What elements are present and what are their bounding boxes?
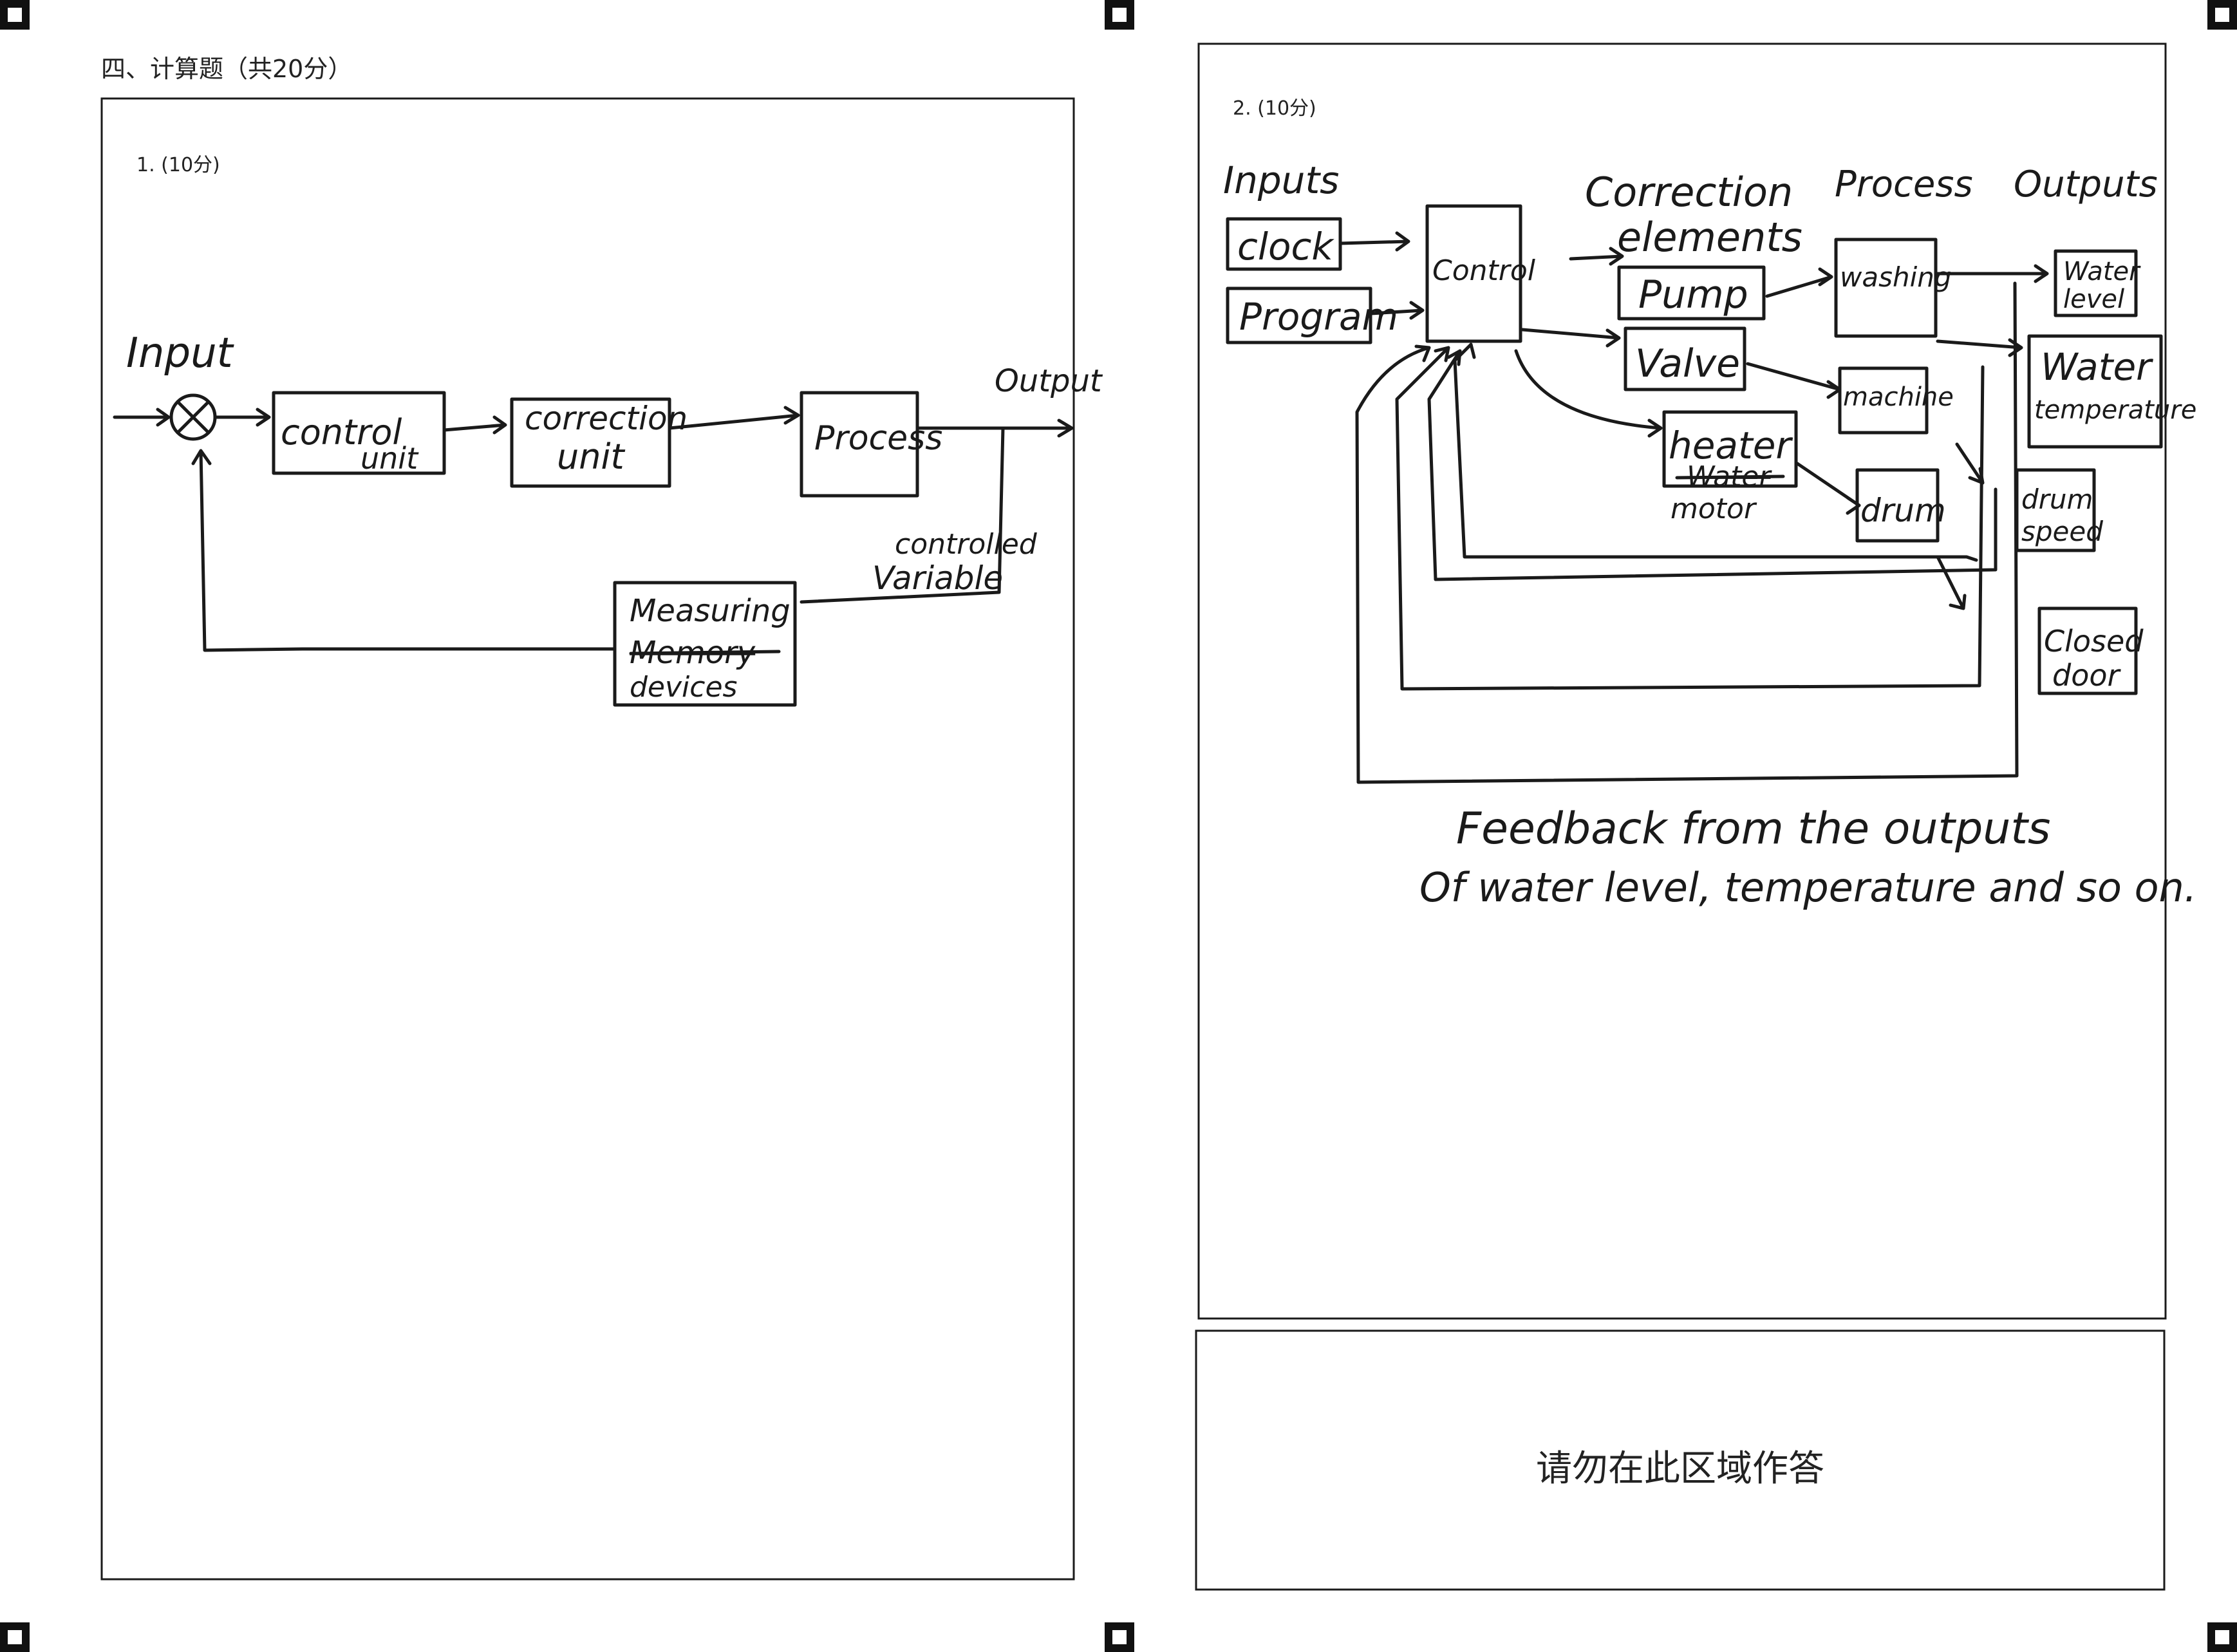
process-label: Process [814,419,942,458]
output-drum-speed-1: drum [2021,483,2093,515]
input-program: Program [1239,295,1398,339]
q2-process-header: Process [1835,164,1973,205]
heater-box [1662,410,1798,488]
answer-box-q2 [1197,42,2167,1320]
q2-label: 2. (10分) [1233,97,1316,120]
heater-label: heater [1669,424,1793,467]
controlled-variable-line1: controlled [895,528,1038,561]
control-block [1425,204,1522,343]
pump-box [1617,265,1766,321]
output-water-level-2: level [2063,285,2124,314]
output-water-level-box [2054,249,2138,317]
control-unit-line2: unit [360,441,419,476]
q1-label: 1. (10分) [136,154,220,176]
controlled-variable-line2: Variable [872,559,1003,597]
washing-box [1834,238,1938,338]
output-closed-door-box [2037,606,2138,695]
q2-diagram: Inputs Correction elements Process Outpu… [1223,158,2197,911]
output-water-temperature-1: Water [2041,345,2153,389]
q1-input-label: Input [126,330,235,377]
answer-box-q1 [100,97,1075,1581]
output-drum-speed-2: speed [2021,516,2103,547]
correction-unit-line1: correction [525,400,688,437]
section-title: 四、计算题（共20分） [101,55,352,83]
feedback-note-line2: Of water level, temperature and so on. [1419,864,2197,911]
output-closed-door-2: door [2052,658,2121,693]
control-label: Control [1432,254,1536,287]
input-clock: clock [1237,225,1334,268]
measuring-line3: devices [630,671,737,704]
process-drum: drum [1860,492,1946,529]
output-water-temperature-box [2027,334,2163,449]
control-unit-block [272,391,446,475]
q2-outputs-header: Outputs [2014,164,2158,205]
control-unit-line1: control [281,412,402,453]
feedback-note-line1: Feedback from the outputs [1456,803,2050,854]
valve-label: Valve [1635,341,1740,386]
q1-diagram: Input Output control unit correction uni… [113,330,1103,707]
process-washing: washing [1840,261,1952,293]
q2-inputs-header: Inputs [1223,158,1339,202]
output-water-level-1: Water [2063,257,2141,286]
machine-box [1838,366,1929,435]
correction-unit-block [510,397,671,488]
no-answer-zone [1195,1329,2166,1591]
output-water-temperature-2: temperature [2034,395,2196,425]
q2-correction-header-2: elements [1617,214,1802,261]
q2-correction-header-1: Correction [1585,169,1793,216]
drum-box [1855,468,1940,543]
pump-label: Pump [1638,272,1748,317]
q1-output-label: Output [995,363,1103,399]
motor-label: motor [1671,493,1757,525]
measuring-devices-block [613,581,797,707]
valve-box [1624,326,1746,391]
no-answer-zone-label: 请勿在此区域作答 [1536,1448,1824,1490]
correction-unit-line2: unit [557,436,625,477]
measuring-line1: Measuring [630,593,791,629]
input-program-box [1226,286,1372,344]
process-block [800,391,919,498]
output-closed-door-1: Closed [2044,624,2144,659]
process-machine: machine [1843,382,1954,412]
